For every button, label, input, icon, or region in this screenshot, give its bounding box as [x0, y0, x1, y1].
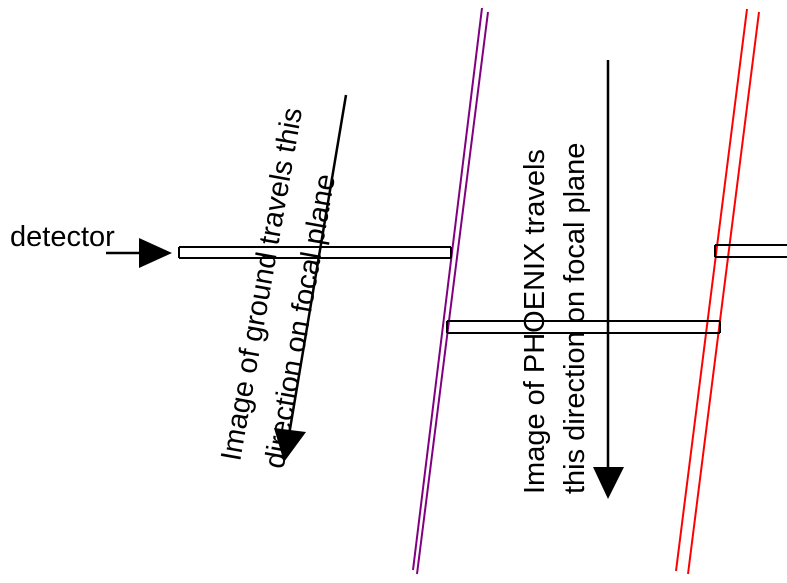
detector-strip-2	[446, 320, 721, 334]
purple-boundary	[412, 7, 489, 575]
purple-boundary-line-right	[416, 11, 489, 575]
detector-strip-1	[178, 246, 452, 259]
ground-direction-arrow	[274, 94, 348, 462]
phoenix-direction-arrow	[593, 60, 624, 499]
phoenix-label-line-2: this direction on focal plane	[559, 143, 591, 494]
detector-label: detector	[10, 221, 115, 253]
ground-arrow-shaft	[287, 94, 348, 436]
phoenix-label-line-1: Image of PHOENIX travels	[519, 149, 551, 494]
red-boundary	[675, 8, 760, 575]
red-boundary-line-left	[675, 8, 748, 572]
phoenix-direction-label: Image of PHOENIX travels this direction …	[519, 143, 591, 494]
red-boundary-line-right	[687, 11, 760, 575]
phoenix-arrow-head-icon	[593, 467, 624, 499]
detector-arrow-head-icon	[139, 238, 172, 268]
detector-arrow	[106, 238, 172, 268]
detector-strip-3	[714, 244, 787, 258]
purple-boundary-line-left	[412, 7, 483, 571]
ground-arrow-head-icon	[274, 428, 306, 462]
ground-direction-label: Image of ground travels this direction o…	[215, 105, 342, 471]
